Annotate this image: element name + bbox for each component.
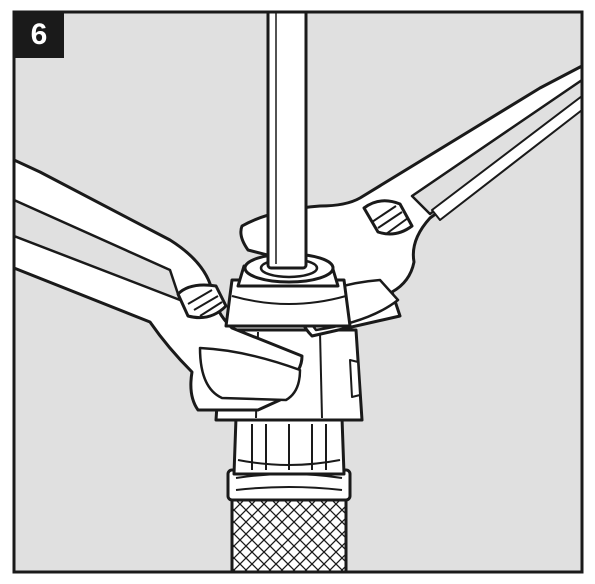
knurled-collar: [232, 416, 346, 476]
braided-hose: [230, 493, 348, 572]
panel-border: [12, 10, 584, 574]
screwdriver-shaft: [266, 12, 308, 270]
left-wrench: [14, 158, 304, 412]
step-number-badge: 6: [14, 12, 64, 58]
